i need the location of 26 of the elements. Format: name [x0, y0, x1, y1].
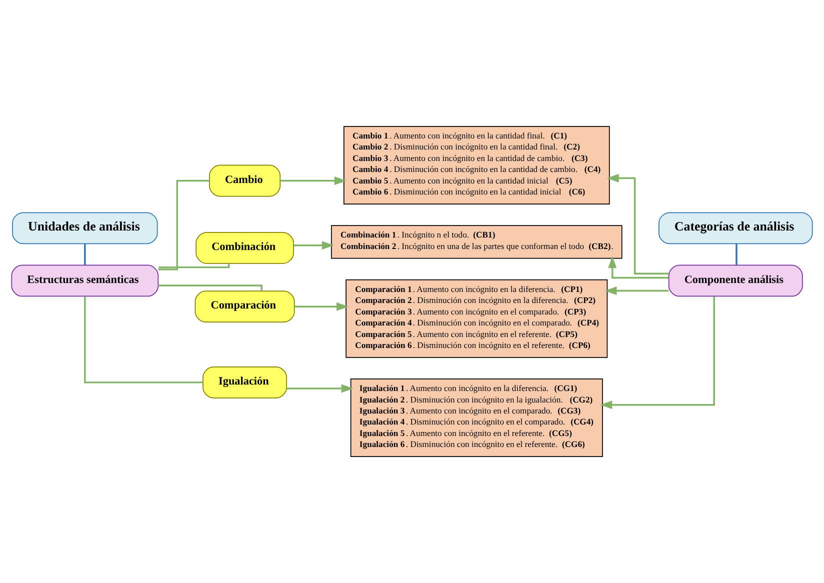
- node-box: Comparación 1. Aumento con incógnito en la diferencia. (CP1) Comparación 2. Disminución con incógnito en la diferencia. (CP2) Comparación 3. Aumento con incógnito en el comparado. (CP3) Comparación 4. Disminución con incógnito en el comparado. (CP4) Comparación 5. Aumento con incógnito en el referente. (CP5) Comparación 6. Disminución con incógnito en el referente. (CP6): [346, 279, 608, 358]
- node-box: Categorías de análisis: [658, 212, 813, 244]
- arrow: [600, 296, 715, 410]
- node-box: Componente análisis: [668, 264, 803, 297]
- node-box: Comparación: [194, 290, 295, 323]
- node-box: Unidades de análisis: [12, 212, 158, 244]
- connector: [158, 180, 210, 270]
- arrow: [604, 286, 669, 296]
- node-box: Combinación: [196, 232, 294, 264]
- arrow: [294, 302, 349, 311]
- node-box: Cambio 1. Aumento con incógnito en la cantidad final. (C1) Cambio 2. Disminución con incógnito en la cantidad final. (C2) Cambio 3. Aumento con incógnito en la cantidad de cambio. (C3) Cambio 4. Disminución con incógnito en la cantidad de cambio. (C4) Cambio 5. Aumento con incógnito en la cantidad inicial (C5) Cambio 6. Disminución con incógnito en la cantidad inicial (C6): [343, 126, 610, 204]
- arrow: [606, 174, 669, 274]
- arrow: [608, 256, 669, 279]
- node-box: Igualación 1. Aumento con incógnito en la diferencia. (CG1) Igualación 2. Disminución con incógnito en la igualación. (CG2) Igualación 3. Aumento con incógnito en el comparado. (CG3) Igualación 4. Disminución con incógnito en el comparado. (CG4) Igualación 5. Aumento con incógnito en el referente. (CG5) Igualación 6. Disminución con incógnito en el referente. (CG6): [350, 378, 603, 457]
- node-box: Igualación: [202, 366, 288, 398]
- node-box: Combinación 1. Incógnito n el todo. (CB1) Combinación 2. Incógnito en una de las partes que conforman el todo (CB2).: [330, 225, 622, 259]
- arrow: [294, 241, 334, 250]
- arrow: [286, 384, 354, 393]
- connector: [84, 296, 203, 384]
- connector: [84, 244, 86, 265]
- connector: [736, 244, 738, 265]
- arrow: [280, 176, 346, 185]
- node-box: Cambio: [209, 164, 281, 197]
- node-box: Estructuras semánticas: [11, 264, 159, 297]
- connector: [158, 284, 262, 292]
- connector: [158, 264, 230, 268]
